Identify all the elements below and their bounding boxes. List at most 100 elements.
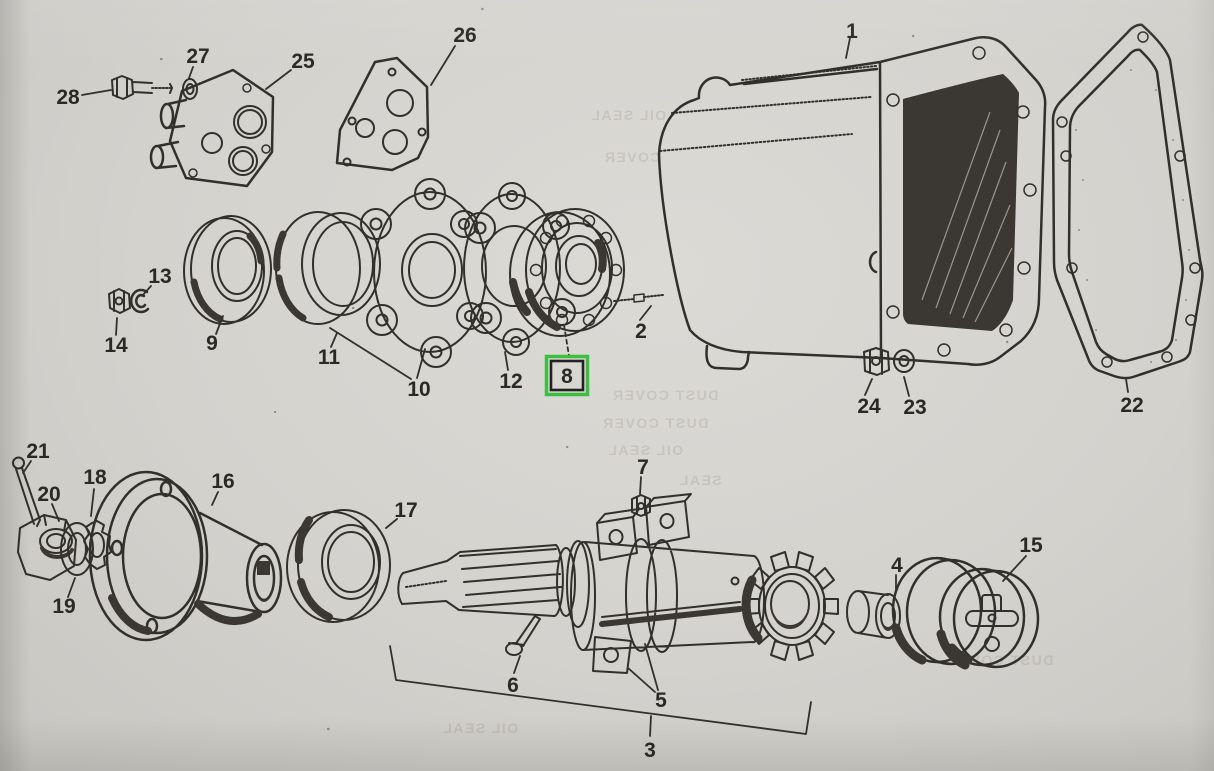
leader-line-8-dashed — [563, 324, 570, 357]
sprocket-shading — [741, 575, 763, 643]
part-7-nut-drawing — [631, 494, 651, 517]
part-24-nut-drawing — [863, 347, 890, 376]
part-label-20: 20 — [37, 483, 60, 506]
hub16-bore-dark — [254, 561, 274, 602]
part-label-1: 1 — [846, 20, 858, 43]
part-label-26: 26 — [453, 24, 476, 47]
bearing8-balls — [529, 214, 623, 327]
part-label-19: 19 — [52, 595, 75, 618]
shaft3-threads — [405, 580, 447, 588]
housing-bolt-holes — [886, 46, 1037, 357]
bleedthrough-line: SEAL — [678, 472, 721, 488]
hub16-outline — [88, 470, 283, 642]
part-label-14: 14 — [104, 334, 128, 357]
part-5-brackets-drawing — [592, 493, 692, 674]
part-9-seal-drawing — [183, 215, 272, 325]
part-label-6: 6 — [507, 674, 519, 697]
stud2-middle — [633, 293, 645, 303]
part-label-8-box — [549, 359, 585, 392]
bearing8-races — [509, 208, 625, 337]
bleedthrough-line: DUST COVER — [602, 415, 709, 431]
part-20-castle-nut-drawing — [17, 514, 77, 581]
part-2-stud-drawing — [613, 293, 664, 303]
part-label-15: 15 — [1019, 534, 1043, 557]
seal9-shading — [190, 232, 265, 323]
part-11-cup-drawing — [273, 211, 381, 325]
part-label-23: 23 — [903, 396, 926, 419]
part-28-bolt-drawing — [111, 75, 173, 100]
part-label-3: 3 — [644, 739, 656, 762]
part-label-9: 9 — [206, 332, 218, 355]
part-label-13: 13 — [148, 265, 171, 288]
part-label-24: 24 — [857, 395, 881, 418]
housing-opening-streaks — [921, 111, 1013, 323]
housing-rib-band-3 — [741, 65, 877, 81]
highlight-green-box — [544, 354, 590, 397]
bushing4-bore-dark — [881, 614, 895, 631]
part-8-ball-bearing-drawing — [509, 208, 625, 337]
part-label-8: 8 — [561, 365, 573, 388]
part-label-7: 7 — [637, 456, 649, 479]
part-26-gasket-drawing — [335, 56, 430, 172]
part-label-17: 17 — [394, 499, 417, 522]
part-label-4: 4 — [891, 554, 903, 577]
collar17-rings — [286, 509, 391, 623]
part-6-bolt-drawing — [505, 615, 541, 656]
gasket22-outline — [1051, 23, 1204, 380]
bleedthrough-line: OIL SEAL — [607, 442, 683, 458]
bearing8-shading — [509, 239, 607, 331]
part-label-25: 25 — [291, 50, 315, 73]
part-labels: 1 2 3 4 5 6 7 9 10 11 12 13 14 15 16 17 … — [26, 20, 1143, 762]
housing-opening-dark — [903, 74, 1019, 331]
part-1-housing-drawing — [657, 36, 1047, 371]
part-label-2: 2 — [635, 320, 647, 343]
cap15-shading — [891, 623, 973, 670]
stud2-thread-left — [613, 298, 635, 302]
part-22-gasket-drawing — [1051, 23, 1204, 380]
part-label-27: 27 — [186, 45, 209, 68]
highlight-part-8[interactable]: 8 — [544, 354, 590, 397]
part-label-18: 18 — [83, 466, 107, 489]
housing-rib-band-2 — [659, 133, 853, 152]
part-label-16: 16 — [211, 470, 234, 493]
bracket25-bores — [201, 105, 267, 176]
bleedthrough-line: OIL SEAL — [442, 720, 518, 736]
gasket22-holes — [1056, 31, 1201, 368]
part-27-washer-drawing — [182, 78, 198, 100]
shaft3-outline — [397, 538, 766, 653]
bleedthrough-line: COVER — [603, 149, 660, 165]
part-17-collar-drawing — [286, 509, 391, 623]
hub16-shading — [108, 594, 262, 635]
bracket25-holes — [188, 83, 271, 178]
exploded-view-illustration — [12, 23, 1204, 737]
nut20-outline — [17, 514, 77, 581]
part-label-12: 12 — [499, 370, 522, 393]
shaft3-groove-dark — [599, 606, 743, 627]
collar17-shading — [294, 516, 333, 621]
part-3-shaft-assembly-drawing — [397, 538, 766, 653]
part-label-5: 5 — [655, 689, 667, 712]
housing-rib-band-1 — [671, 96, 872, 114]
bleedthrough-line: DUST COVER — [612, 387, 719, 403]
part-label-10: 10 — [407, 378, 430, 401]
part-14-nut-drawing — [108, 288, 131, 314]
leader-lines — [22, 37, 1129, 737]
shaft-sprocket-drawing — [741, 551, 839, 661]
gasket22-stipple — [1075, 69, 1190, 363]
part-19-washer-drawing — [60, 522, 94, 576]
gasket26-holes — [342, 67, 427, 167]
part-label-11: 11 — [318, 346, 341, 369]
bolt28-outline — [111, 75, 173, 100]
part-10-retainer-plate-drawing — [360, 178, 502, 368]
part-23-washer-drawing — [893, 349, 915, 373]
bracket25-outline — [149, 68, 275, 188]
part-label-28: 28 — [56, 86, 80, 109]
seal9-rings — [183, 215, 272, 325]
part-15-end-cap-drawing — [891, 556, 1040, 670]
cup11-shading — [273, 230, 307, 322]
gasket26-outline — [335, 56, 430, 172]
bleedthrough-line: OIL SEAL — [590, 107, 666, 123]
part-25-bracket-drawing — [149, 68, 275, 188]
part-label-21: 21 — [26, 440, 50, 463]
